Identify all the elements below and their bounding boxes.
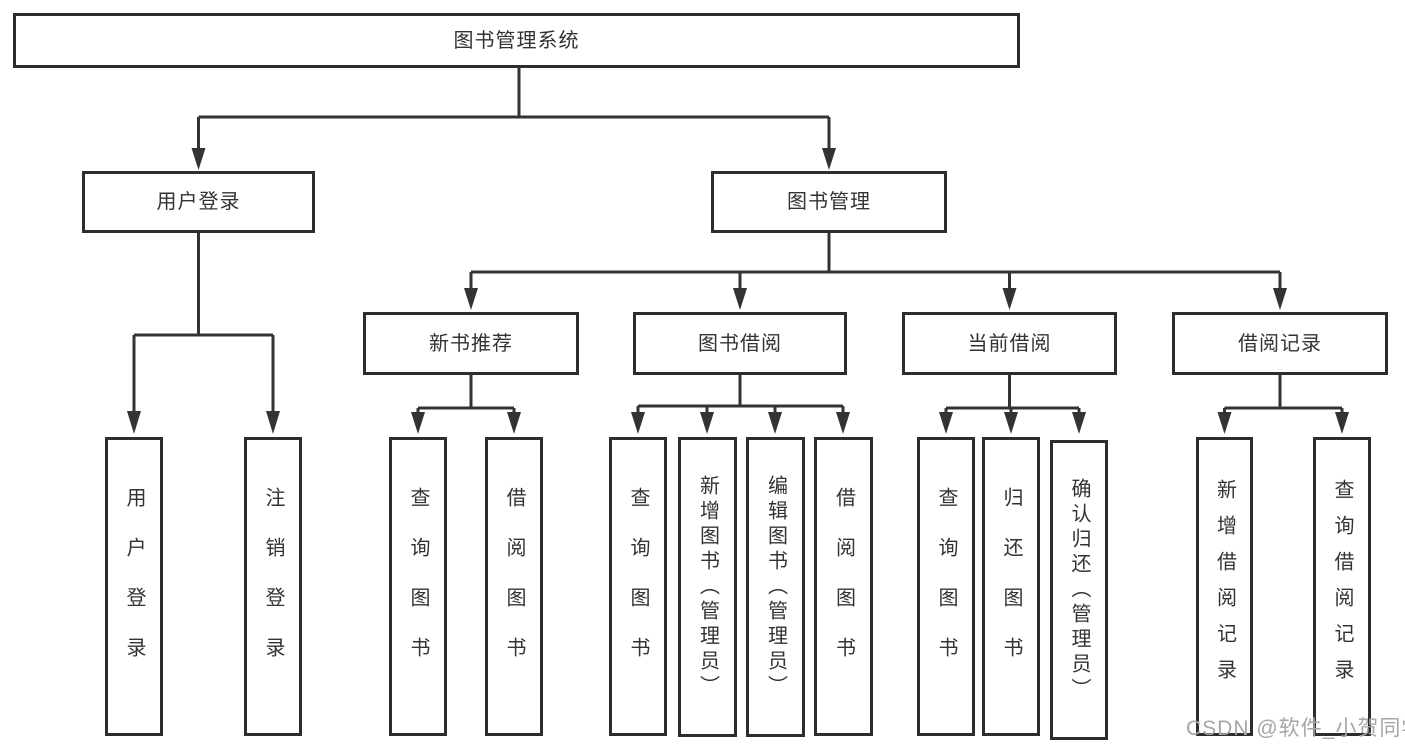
leaf-label: 确认归还（管理员） bbox=[1068, 477, 1090, 703]
leaf-return-book: 归还图书 bbox=[982, 437, 1040, 736]
leaf-label: 查询图书 bbox=[627, 486, 649, 687]
node-book-management: 图书管理 bbox=[711, 171, 947, 233]
leaf-label: 查询图书 bbox=[935, 486, 957, 687]
node-user-login-branch: 用户登录 bbox=[82, 171, 315, 233]
leaf-user-login: 用户登录 bbox=[105, 437, 163, 736]
leaf-label: 借阅图书 bbox=[503, 486, 525, 687]
node-new-book-recommend: 新书推荐 bbox=[363, 312, 579, 375]
leaf-label: 查询图书 bbox=[407, 486, 429, 687]
leaf-label: 查询借阅记录 bbox=[1331, 478, 1353, 695]
leaf-query-borrow-record: 查询借阅记录 bbox=[1313, 437, 1371, 736]
leaf-add-borrow-record: 新增借阅记录 bbox=[1196, 437, 1253, 736]
leaf-label: 归还图书 bbox=[1000, 486, 1022, 687]
node-book-borrow: 图书借阅 bbox=[633, 312, 847, 375]
leaf-logout: 注销登录 bbox=[244, 437, 302, 736]
leaf-edit-book-admin: 编辑图书（管理员） bbox=[746, 437, 805, 737]
leaf-label: 新增借阅记录 bbox=[1213, 478, 1236, 695]
node-root: 图书管理系统 bbox=[13, 13, 1020, 68]
leaf-label: 注销登录 bbox=[262, 486, 284, 687]
leaf-label: 借阅图书 bbox=[832, 486, 855, 687]
node-current-borrow: 当前借阅 bbox=[902, 312, 1117, 375]
leaf-add-book-admin: 新增图书（管理员） bbox=[678, 437, 737, 737]
connector-paths bbox=[132, 68, 1344, 414]
node-borrow-record: 借阅记录 bbox=[1172, 312, 1388, 375]
leaf-confirm-return-admin: 确认归还（管理员） bbox=[1050, 440, 1108, 740]
leaf-label: 编辑图书（管理员） bbox=[764, 474, 787, 700]
arrowheads bbox=[127, 148, 1349, 434]
leaf-label: 新增图书（管理员） bbox=[696, 474, 719, 700]
leaf-label: 用户登录 bbox=[123, 486, 145, 687]
leaf-recommend-query-book: 查询图书 bbox=[389, 437, 447, 736]
leaf-borrow-book: 借阅图书 bbox=[814, 437, 873, 736]
csdn-watermark: CSDN @软件_小贺同学 bbox=[1186, 717, 1405, 740]
leaf-borrow-query-book: 查询图书 bbox=[609, 437, 667, 736]
leaf-current-query-book: 查询图书 bbox=[917, 437, 975, 736]
leaf-recommend-borrow-book: 借阅图书 bbox=[485, 437, 543, 736]
